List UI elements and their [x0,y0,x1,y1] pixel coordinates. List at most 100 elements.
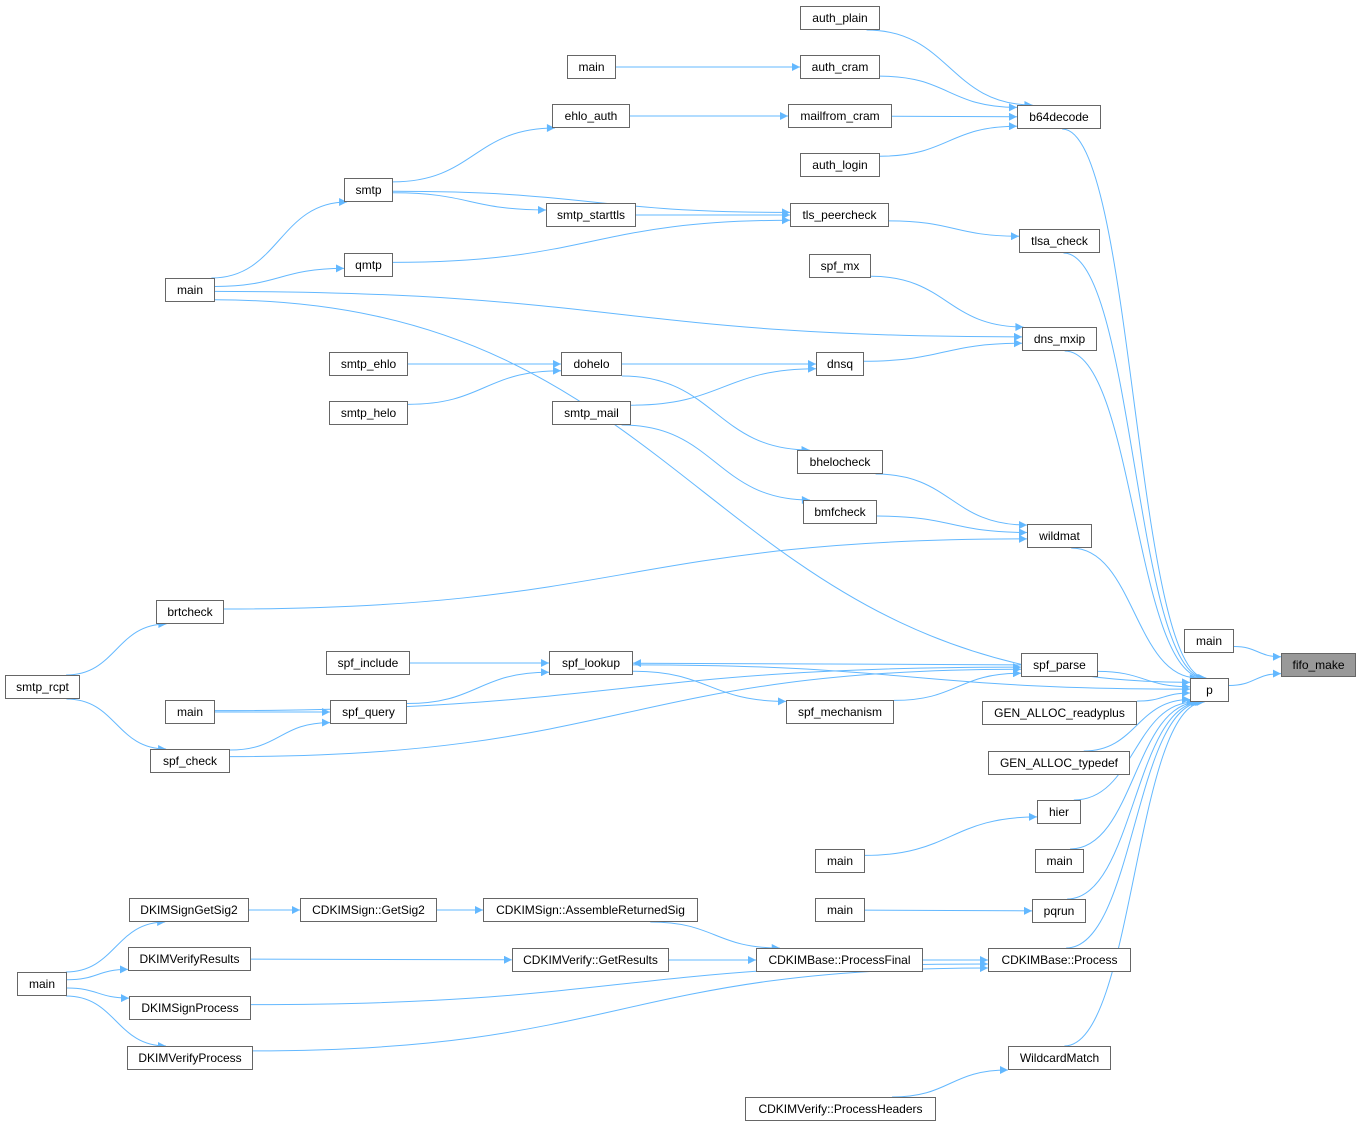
edge-spf-parse-to-spf-lookup [632,659,1022,668]
edge-gen-typedef-to-p [1083,695,1191,752]
node-spf-lookup[interactable]: spf_lookup [549,651,633,675]
node-qmtp[interactable]: qmtp [344,253,393,277]
node-dnsq[interactable]: dnsq [816,352,864,376]
node-main-cram[interactable]: main [567,55,616,79]
node-label: main [28,977,55,991]
node-pqrun[interactable]: pqrun [1032,899,1086,923]
node-label: main [1046,854,1073,868]
node-cdkimsign-getsig2[interactable]: CDKIMSign::GetSig2 [300,898,437,922]
node-wildcardmatch[interactable]: WildcardMatch [1008,1046,1111,1070]
node-main-hier[interactable]: main [815,849,865,873]
node-main-p[interactable]: main [1184,629,1234,653]
node-label: qmtp [355,258,382,272]
node-smtp-ehlo[interactable]: smtp_ehlo [329,352,408,376]
node-spf-query[interactable]: spf_query [330,700,407,724]
edge-brtcheck-to-wildmat [223,534,1028,610]
edge-spf-mx-to-dns-mxip [870,275,1024,331]
node-gen-readyplus[interactable]: GEN_ALLOC_readyplus [982,701,1137,725]
node-dohelo[interactable]: dohelo [561,352,622,376]
node-ehlo-auth[interactable]: ehlo_auth [552,104,630,128]
node-dkim-getsig2[interactable]: DKIMSignGetSig2 [129,898,249,922]
node-spf-check[interactable]: spf_check [150,749,230,773]
node-wildmat[interactable]: wildmat [1027,524,1092,548]
node-label: bhelocheck [809,455,871,469]
edge-main-top-to-qmtp [214,264,345,287]
node-spf-mx[interactable]: spf_mx [809,254,871,278]
node-dkim-verifyresults[interactable]: DKIMVerifyResults [128,947,251,971]
node-b64decode[interactable]: b64decode [1017,105,1101,129]
edge-smtp-to-ehlo-auth [392,124,555,183]
node-label: smtp_starttls [556,208,625,222]
node-hier[interactable]: hier [1037,800,1081,824]
edge-cdkimsign-assemble-to-cdkimbase-processfinal [650,921,780,952]
edge-auth-login-to-b64decode [879,122,1018,157]
node-tlsa-check[interactable]: tlsa_check [1019,229,1100,253]
edge-mailfrom-cram-to-b64decode [891,112,1018,121]
node-bmfcheck[interactable]: bmfcheck [803,500,877,524]
edge-tls-peercheck-to-tlsa-check [888,220,1020,241]
node-mailfrom-cram[interactable]: mailfrom_cram [788,104,892,128]
node-label: DKIMVerifyResults [139,952,240,966]
node-dns-mxip[interactable]: dns_mxip [1022,327,1097,351]
node-label: smtp_ehlo [340,357,397,371]
node-spf-parse[interactable]: spf_parse [1021,653,1098,677]
edge-dkim-verifyresults-to-cdkimverify-getresults [250,955,513,964]
node-label: CDKIMVerify::ProcessHeaders [758,1102,923,1116]
node-main-pqrun[interactable]: main [815,898,865,922]
node-cdkimbase-process[interactable]: CDKIMBase::Process [988,948,1131,972]
node-label: CDKIMVerify::GetResults [523,953,658,967]
node-smtp[interactable]: smtp [344,178,393,202]
node-p[interactable]: p [1190,678,1229,702]
node-auth-login[interactable]: auth_login [800,153,880,177]
node-label: tlsa_check [1031,234,1088,248]
edge-wildcardmatch-to-p [1064,698,1205,1047]
edge-main-top-to-smtp [211,198,348,279]
node-label: main [826,903,853,917]
node-brtcheck[interactable]: brtcheck [156,600,224,624]
edge-smtp-to-smtp-starttls [392,192,547,214]
node-dkim-signprocess[interactable]: DKIMSignProcess [129,996,251,1020]
node-gen-typedef[interactable]: GEN_ALLOC_typedef [988,751,1130,775]
node-smtp-starttls[interactable]: smtp_starttls [546,203,636,227]
node-dkim-verifyprocess[interactable]: DKIMVerifyProcess [127,1046,253,1070]
node-spf-include[interactable]: spf_include [326,651,410,675]
node-tls-peercheck[interactable]: tls_peercheck [790,203,889,227]
node-label: main [176,283,203,297]
node-cdkimverify-processheaders[interactable]: CDKIMVerify::ProcessHeaders [745,1097,936,1121]
edge-tlsa-check-to-p [1063,252,1206,682]
node-cdkimbase-processfinal[interactable]: CDKIMBase::ProcessFinal [756,948,923,972]
edge-smtp-helo-to-dohelo [407,366,562,405]
node-cdkimsign-assemble[interactable]: CDKIMSign::AssembleReturnedSig [483,898,698,922]
node-label: CDKIMSign::GetSig2 [312,903,425,917]
node-main-spf[interactable]: main [165,700,215,724]
node-main-r[interactable]: main [1035,849,1084,873]
edge-main-top-to-p [214,299,1191,687]
node-label: bmfcheck [814,505,866,519]
node-label: brtcheck [167,605,213,619]
edge-cdkimverify-processheaders-to-wildcardmatch [892,1065,1009,1098]
edge-auth-cram-to-b64decode [879,75,1018,112]
node-spf-mechanism[interactable]: spf_mechanism [786,700,894,724]
edge-hier-to-p [1073,698,1195,801]
node-label: WildcardMatch [1019,1051,1100,1065]
node-smtp-mail[interactable]: smtp_mail [552,401,631,425]
node-label: CDKIMBase::Process [1001,953,1118,967]
node-label: main [1195,634,1222,648]
edge-main-p-to-fifo-make [1233,645,1282,661]
node-smtp-helo[interactable]: smtp_helo [329,401,408,425]
edge-main-r-to-p [1070,698,1199,850]
edge-spf-check-to-spf-query [229,718,331,751]
node-cdkimverify-getresults[interactable]: CDKIMVerify::GetResults [512,948,669,972]
node-label: spf_mx [820,259,860,273]
edge-p-to-fifo-make [1228,669,1282,687]
node-bhelocheck[interactable]: bhelocheck [797,450,883,474]
node-label: smtp_rcpt [16,680,69,694]
node-label: auth_cram [811,60,869,74]
node-main-dkim[interactable]: main [17,972,67,996]
node-auth-cram[interactable]: auth_cram [800,55,880,79]
node-smtp-rcpt[interactable]: smtp_rcpt [5,675,80,699]
node-label: pqrun [1043,904,1075,918]
node-auth-plain[interactable]: auth_plain [800,6,880,30]
node-main-top[interactable]: main [165,278,215,302]
